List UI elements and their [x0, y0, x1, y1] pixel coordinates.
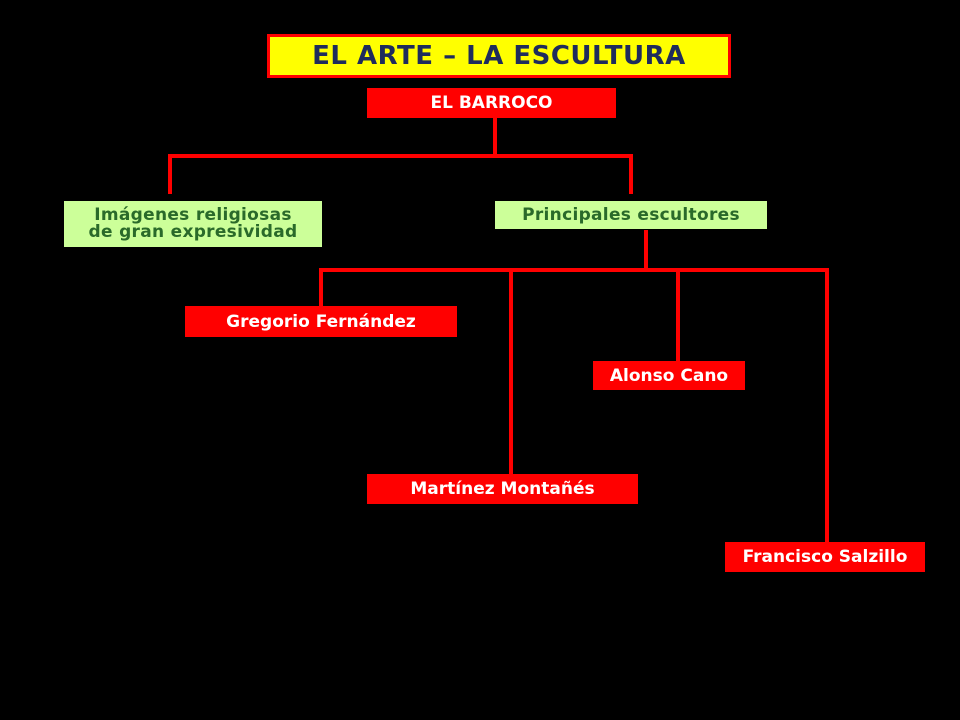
node-imagenes-line2: de gran expresividad [88, 222, 298, 242]
node-principales-escultores: Principales escultores [495, 201, 767, 229]
node-gregorio-fernandez: Gregorio Fernández [185, 306, 457, 337]
node-imagenes-line1: Imágenes religiosas [94, 205, 292, 225]
node-el-barroco: EL BARROCO [367, 88, 616, 118]
node-alonso-cano: Alonso Cano [593, 361, 745, 390]
node-imagenes-religiosas: Imágenes religiosas de gran expresividad [64, 201, 322, 247]
node-francisco-salzillo: Francisco Salzillo [725, 542, 925, 572]
node-martinez-montanes: Martínez Montañés [367, 474, 638, 504]
diagram-title: EL ARTE – LA ESCULTURA [267, 34, 731, 78]
